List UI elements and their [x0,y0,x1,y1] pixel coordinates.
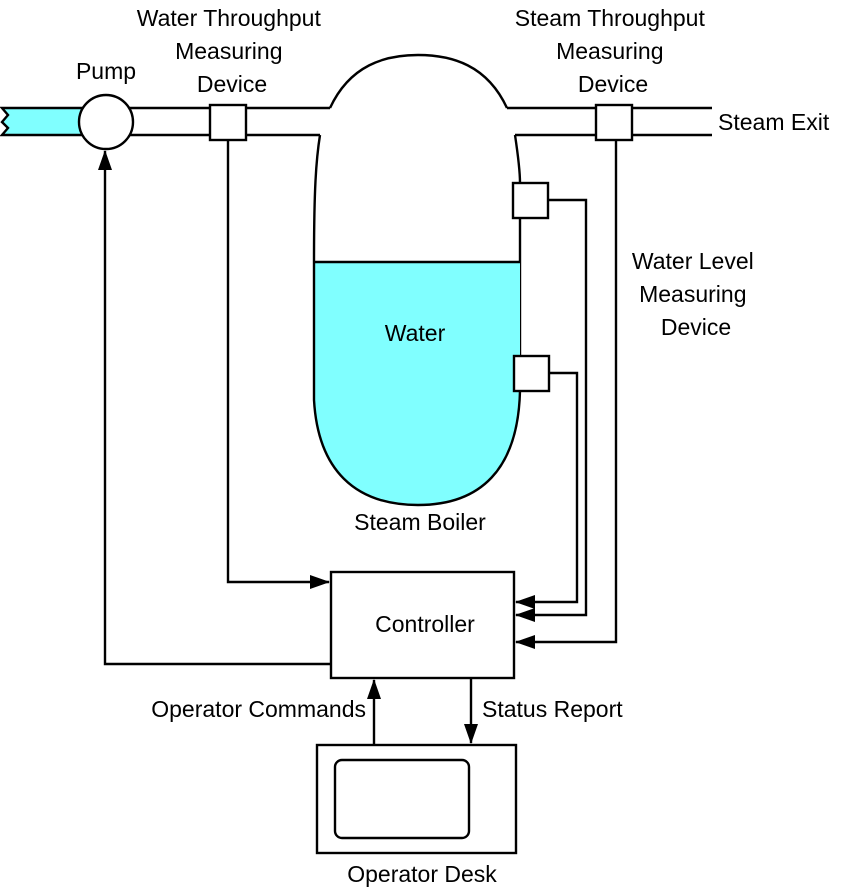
steam-boiler-vessel [328,53,509,109]
steam-throughput-signal [515,140,618,649]
pump-icon [77,93,135,151]
water-level-sensor-upper [511,181,550,220]
steam-throughput-device [594,103,634,142]
inlet-water-pipe [0,106,84,137]
boiler-right-wall [513,134,522,184]
lower-level-signal [515,371,579,609]
water-level-label: Water Level Measuring Device [632,248,760,340]
boiler-lower-left-wall [312,262,522,507]
water-label: Water [385,320,446,346]
boiler-water-body [314,262,520,505]
operator-desk-label: Operator Desk [347,861,497,887]
steam-boiler-label: Steam Boiler [354,509,486,535]
controller-box [329,570,516,680]
controller-label: Controller [375,611,475,637]
water-throughput-device [208,103,248,142]
water-throughput-label: Water Throughput Measuring Device [137,5,328,97]
status-report-label: Status Report [482,696,623,722]
pump-control-signal [98,150,331,666]
upper-level-signal [515,198,588,622]
steam-throughput-label: Steam Throughput Measuring Device [515,5,711,97]
pump-label: Pump [76,58,136,84]
boiler-left-wall [312,134,322,263]
water-throughput-signal [226,140,330,589]
steam-exit-label: Steam Exit [718,109,830,135]
operator-desk-screen [333,758,471,840]
water-level-sensor-lower [512,354,551,393]
operator-commands-label: Operator Commands [151,696,366,722]
